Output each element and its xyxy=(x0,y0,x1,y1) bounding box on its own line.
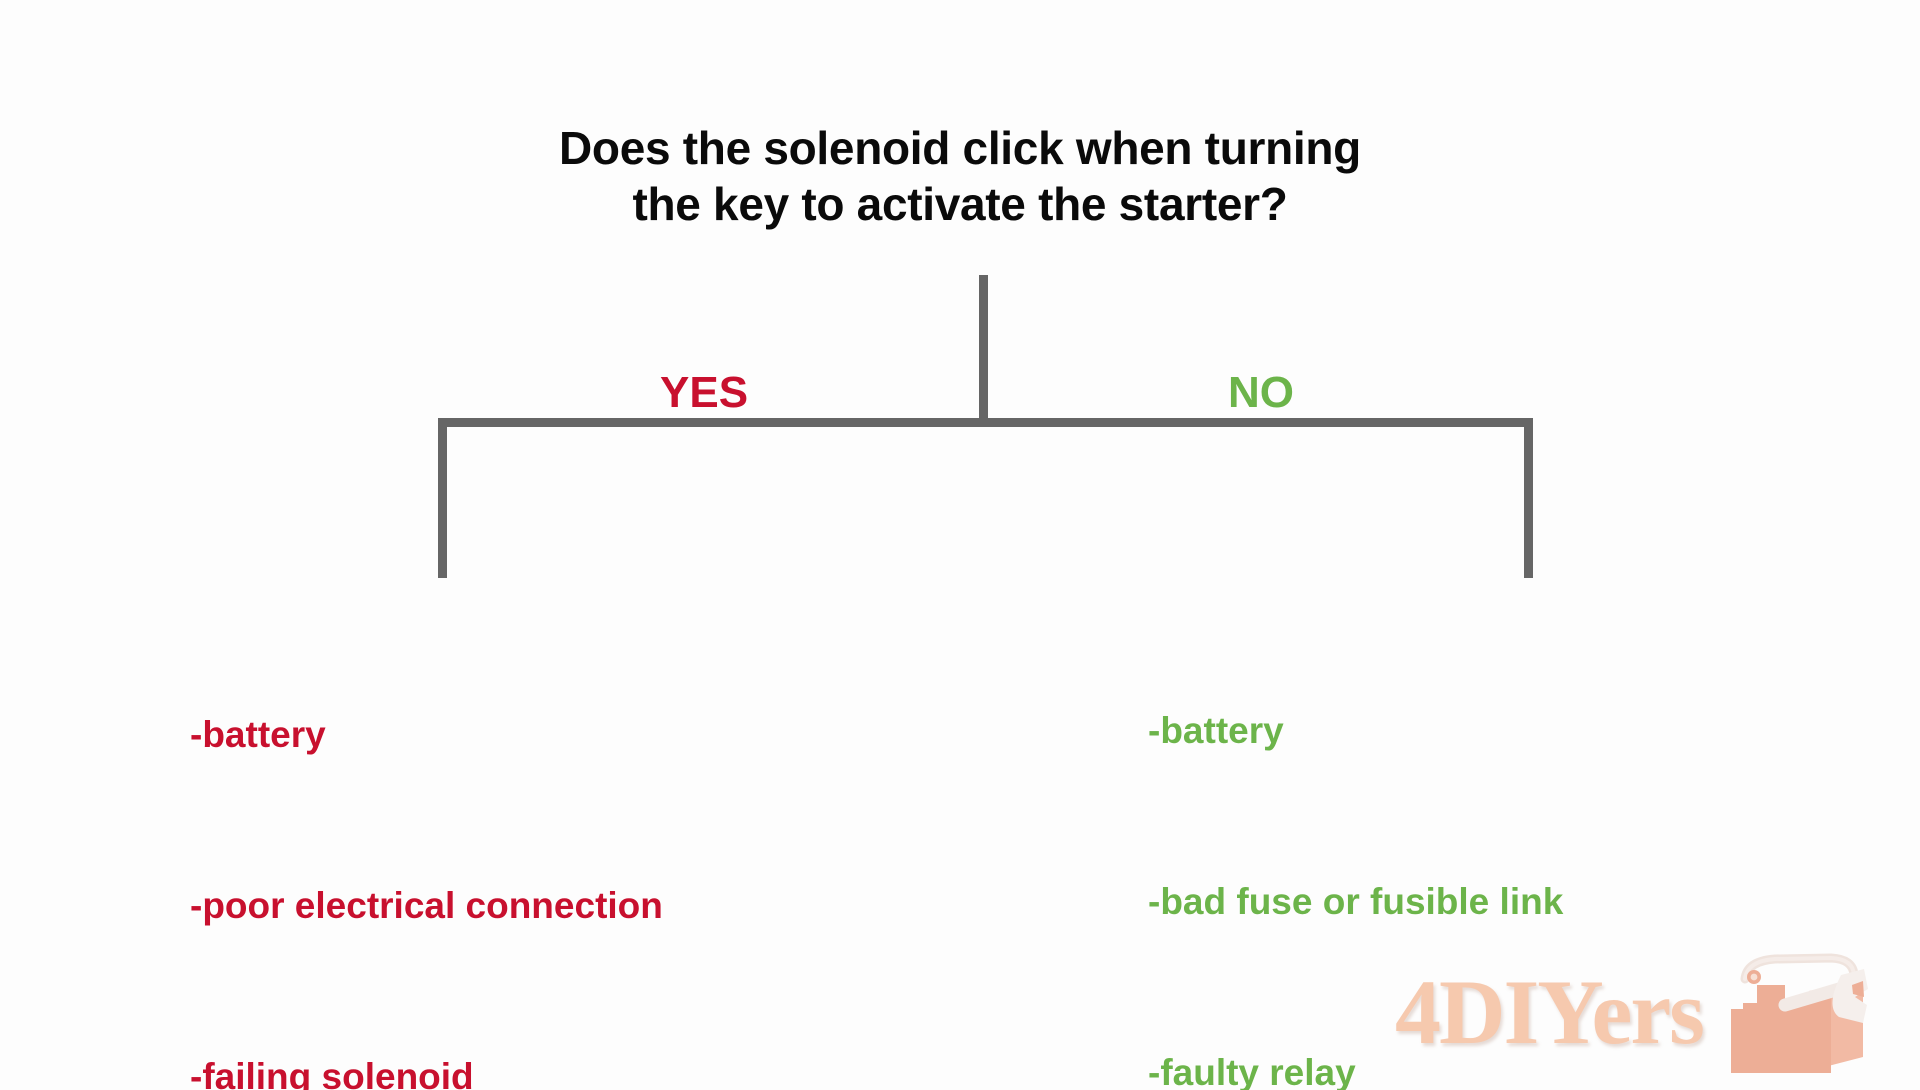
cause-list-no: -battery -bad fuse or fusible link -faul… xyxy=(1148,588,1621,1090)
connector-stem xyxy=(979,275,988,427)
branch-label-yes: YES xyxy=(660,368,749,417)
question-title: Does the solenoid click when turning the… xyxy=(360,120,1560,232)
cause-list-yes: -battery -poor electrical connection -fa… xyxy=(190,592,663,1090)
cause-item: -poor electrical connection xyxy=(190,885,663,926)
cause-item: -faulty relay xyxy=(1148,1052,1356,1090)
question-title-line-1: Does the solenoid click when turning xyxy=(559,122,1361,174)
cause-item: -failing solenoid xyxy=(190,1056,474,1090)
connector-left-branch-drop xyxy=(438,418,447,578)
cause-item: -bad fuse or fusible link xyxy=(1148,881,1564,922)
branch-label-no: NO xyxy=(1228,368,1294,417)
connector-crossbar xyxy=(438,418,1533,427)
connector-right-branch-drop xyxy=(1524,418,1533,578)
cause-item: -battery xyxy=(1148,710,1284,751)
toolbox-wrench-icon xyxy=(1713,945,1893,1090)
cause-item: -battery xyxy=(190,714,326,755)
question-title-line-2: the key to activate the starter? xyxy=(632,178,1288,231)
